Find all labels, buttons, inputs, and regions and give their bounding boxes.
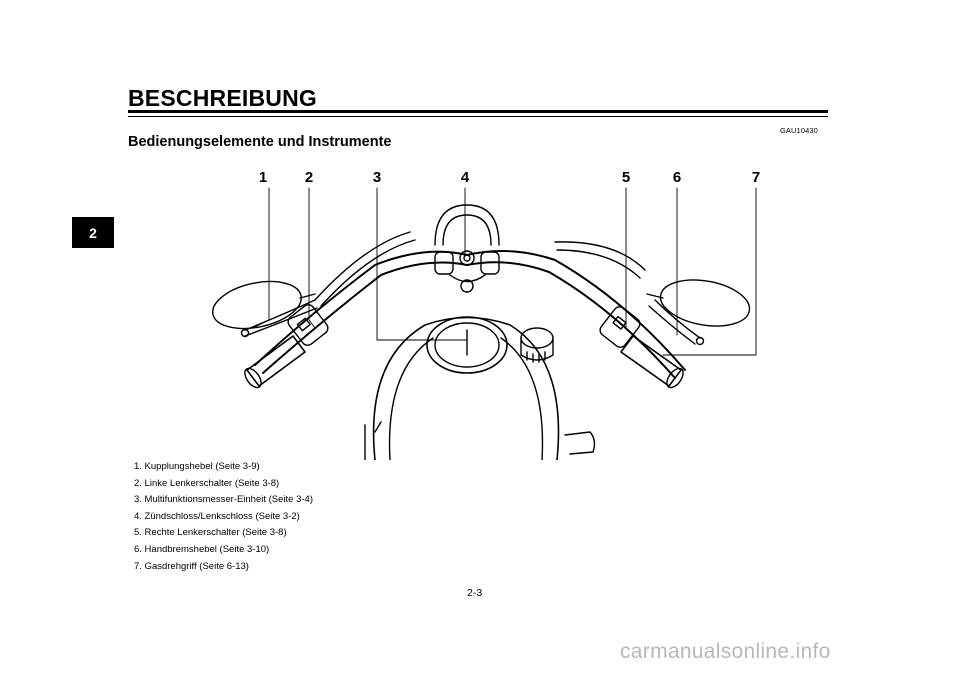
watermark: carmanualsonline.info <box>620 640 831 663</box>
header-rule-thin <box>128 116 828 117</box>
header-rule-thick <box>128 110 828 113</box>
callout-2: 2 <box>305 169 313 186</box>
legend-item: 3. Multifunktionsmesser-Einheit (Seite 3… <box>134 494 313 506</box>
callout-4: 4 <box>461 169 470 186</box>
legend-item: 6. Handbremshebel (Seite 3-10) <box>134 543 270 555</box>
callout-7: 7 <box>752 169 760 186</box>
leader-lines <box>252 187 757 356</box>
section-title: Bedienungselemente und Instrumente <box>128 134 392 150</box>
page-number: 2-3 <box>467 587 483 599</box>
figure-legend: 1. Kupplungshebel (Seite 3-9) 2. Linke L… <box>134 459 313 575</box>
legend-item: 2. Linke Lenkerschalter (Seite 3-8) <box>134 477 280 489</box>
chapter-tab: 2 <box>72 217 114 248</box>
callout-3: 3 <box>373 169 381 186</box>
callout-6: 6 <box>673 169 681 186</box>
legend-item: 5. Rechte Lenkerschalter (Seite 3-8) <box>134 527 287 539</box>
callout-1: 1 <box>259 169 267 186</box>
legend-item: 7. Gasdrehgriff (Seite 6-13) <box>134 560 249 572</box>
handlebar-illustration: 1 2 3 4 5 6 7 <box>212 169 760 460</box>
reference-code: GAU10430 <box>780 126 818 135</box>
callout-5: 5 <box>622 169 630 186</box>
legend-item: 1. Kupplungshebel (Seite 3-9) <box>134 461 260 472</box>
page-title: BESCHREIBUNG <box>128 85 317 111</box>
legend-item: 4. Zündschloss/Lenkschloss (Seite 3-2) <box>134 510 300 522</box>
